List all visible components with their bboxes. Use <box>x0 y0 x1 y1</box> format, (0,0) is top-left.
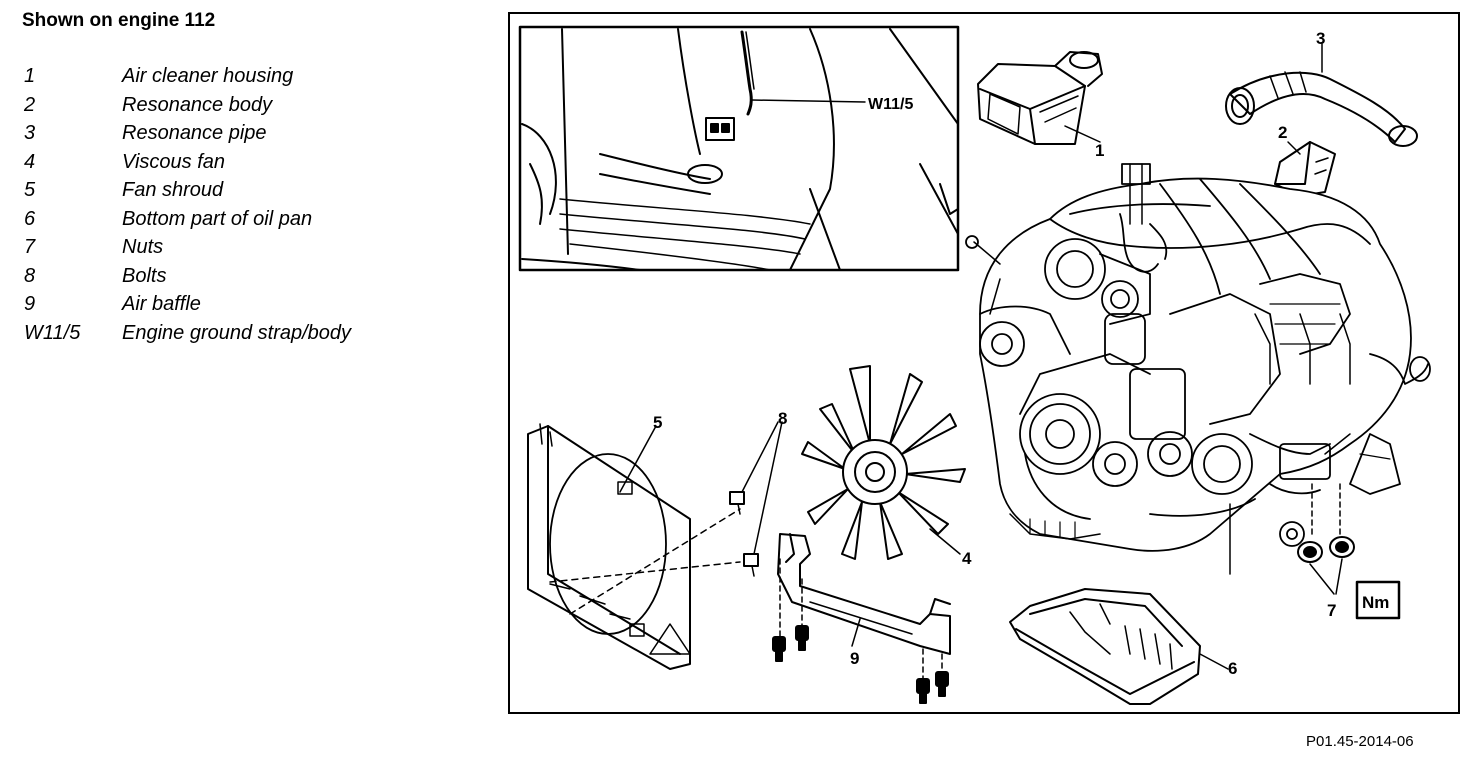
callout-8: 8 <box>778 409 787 428</box>
legend-item: 1 Air cleaner housing <box>24 62 494 91</box>
callout-1: 1 <box>1095 141 1104 160</box>
legend-number: W11/5 <box>24 321 81 344</box>
nuts: 7 Nm <box>1297 483 1401 620</box>
callout-9: 9 <box>850 649 859 668</box>
legend-item: 3 Resonance pipe <box>24 119 494 148</box>
engine-assembly <box>965 163 1431 575</box>
legend-number: 5 <box>24 179 36 201</box>
air-baffle: 9 <box>777 533 951 680</box>
viscous-fan: 4 <box>801 365 972 568</box>
callout-6: 6 <box>1228 659 1237 678</box>
legend-label: Air cleaner housing <box>122 65 294 87</box>
legend-label: Air baffle <box>122 293 201 315</box>
legend-label: Resonance body <box>122 93 273 116</box>
callout-5: 5 <box>653 413 662 432</box>
legend-item: 7 Nuts <box>24 233 494 262</box>
figure-reference: P01.45-2014-06 <box>1306 733 1414 750</box>
baffle-bolts <box>772 625 949 704</box>
parts-legend: 1 Air cleaner housing 2 Resonance body 3 Re… <box>24 62 494 347</box>
legend-item: 5 Fan shroud <box>24 176 494 205</box>
bolts: 8 <box>729 409 787 577</box>
legend-number: 9 <box>24 293 36 315</box>
legend-label: Bottom part of oil pan <box>122 207 313 230</box>
legend-item: 9 Air baffle <box>24 290 494 319</box>
callout-w11-5: W11/5 <box>868 96 913 113</box>
callout-2: 2 <box>1278 123 1287 142</box>
legend-number: 6 <box>24 207 36 230</box>
legend-number: 4 <box>24 150 36 173</box>
callout-7: 7 <box>1327 601 1336 620</box>
resonance-body: 2 <box>1274 123 1336 197</box>
legend-number: 7 <box>24 236 36 258</box>
inset-detail: W11/5 <box>518 25 960 272</box>
page-title: Shown on engine 112 <box>22 10 216 31</box>
legend-item: 2 Resonance body <box>24 91 494 120</box>
legend-label: Resonance pipe <box>122 122 267 144</box>
legend-item: 4 Viscous fan <box>24 148 494 177</box>
exploded-view-drawing: W11/5 1 3 <box>518 25 1431 705</box>
nm-badge: Nm <box>1362 593 1389 612</box>
legend-label: Engine ground strap/body <box>122 321 352 344</box>
legend-number: 2 <box>24 93 36 116</box>
fan-shroud: 5 <box>527 413 741 670</box>
legend-item: 6 Bottom part of oil pan <box>24 205 494 234</box>
callout-4: 4 <box>962 549 972 568</box>
legend-label: Fan shroud <box>122 179 224 201</box>
legend-number: 1 <box>24 65 36 87</box>
legend-label: Bolts <box>122 264 167 287</box>
legend-item: W11/5 Engine ground strap/body <box>24 319 494 348</box>
diagram-frame: W11/5 1 3 <box>508 12 1460 714</box>
legend-label: Viscous fan <box>122 150 226 173</box>
legend-number: 8 <box>24 264 36 287</box>
legend-label: Nuts <box>122 236 164 258</box>
resonance-pipe: 3 <box>1225 29 1418 147</box>
oil-pan: 6 <box>1009 588 1237 705</box>
callout-3: 3 <box>1316 29 1325 48</box>
legend-number: 3 <box>24 122 36 144</box>
legend-item: 8 Bolts <box>24 262 494 291</box>
air-cleaner-housing: 1 <box>977 51 1104 160</box>
